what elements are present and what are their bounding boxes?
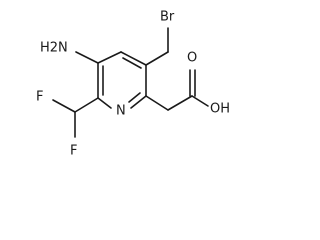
bond-c4-c5-inner — [122, 57, 142, 69]
bond-c6-n-inner — [128, 92, 141, 103]
bond-c2-chf2 — [74, 97, 99, 113]
fluorine-top-label: F — [36, 90, 43, 105]
bond-c3-c4 — [97, 51, 122, 64]
bromine-label: Br — [160, 10, 175, 25]
bond-c6-n — [130, 95, 147, 109]
bond-c-oh — [191, 95, 209, 107]
amino-label: H2N — [40, 41, 68, 56]
bond-n-c2 — [97, 97, 112, 109]
bond-c3-amino — [75, 51, 99, 64]
ring-nitrogen-label: N — [116, 104, 126, 119]
atom-label-group: Br H2N N F F O OH — [36, 10, 230, 159]
bond-ch2-cooh — [167, 95, 193, 111]
hydroxyl-label: OH — [210, 102, 230, 117]
bond-chf2-f-top — [52, 99, 76, 113]
bond-c5-ch2 — [145, 51, 169, 66]
chemical-structure: Br H2N N F F O OH — [36, 10, 230, 159]
bond-c6-ch2 — [145, 95, 169, 111]
bond-c4-c5 — [120, 51, 147, 66]
bond-group — [52, 27, 209, 138]
fluorine-bottom-label: F — [70, 144, 77, 159]
carbonyl-oxygen-label: O — [187, 51, 197, 66]
